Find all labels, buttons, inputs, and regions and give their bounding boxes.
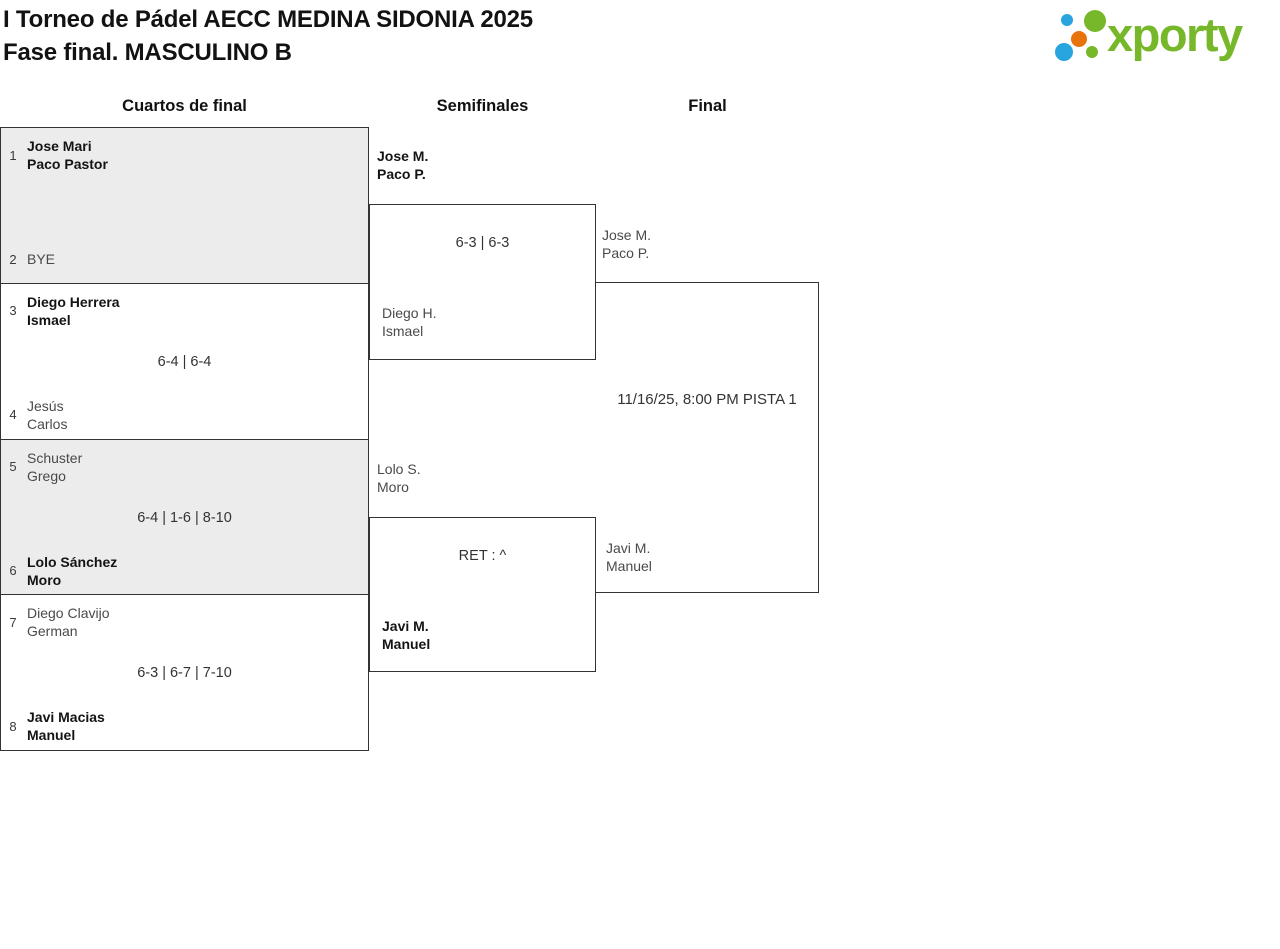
seed-number: 7 bbox=[9, 614, 17, 630]
player-name: Manuel bbox=[382, 636, 431, 652]
column-header-final: Final bbox=[688, 97, 727, 115]
match-score: 6-4 | 1-6 | 8-10 bbox=[137, 509, 232, 526]
quarterfinal-match-1[interactable]: 1 Jose Mari Paco Pastor 2 BYE bbox=[1, 128, 368, 284]
seed-number: 1 bbox=[9, 147, 17, 163]
semifinal1-match-box[interactable]: 6-3 | 6-3 Diego H. Ismael bbox=[369, 204, 596, 360]
match-slot-team2: 2 BYE bbox=[3, 241, 55, 277]
match-slot-team1: 1 Jose Mari Paco Pastor bbox=[3, 137, 108, 173]
player-name: Schuster bbox=[27, 449, 83, 466]
team-names: Javi Macias Manuel bbox=[27, 708, 105, 744]
player-name: Paco P. bbox=[602, 245, 650, 261]
final-match: Jose M. Paco P. 11/16/25, 8:00 PM PISTA … bbox=[596, 226, 819, 593]
player-name: Manuel bbox=[606, 558, 652, 574]
player-name: German bbox=[27, 623, 78, 640]
logo-dot-green-small-icon bbox=[1086, 46, 1098, 58]
match-slot-team1: 3 Diego Herrera Ismael bbox=[3, 293, 120, 329]
logo-dot-blue-large-icon bbox=[1055, 43, 1073, 61]
player-name: Grego bbox=[27, 467, 66, 484]
xporty-logo[interactable]: xporty bbox=[1050, 0, 1280, 78]
seed-number: 2 bbox=[9, 251, 17, 267]
match-slot-team2: 4 Jesús Carlos bbox=[3, 397, 67, 433]
player-name: Lolo Sánchez bbox=[27, 553, 118, 570]
player-name: Jose M. bbox=[602, 227, 652, 243]
final-team1-label: Jose M. Paco P. bbox=[602, 226, 819, 262]
player-name: Javi M. bbox=[606, 540, 651, 556]
team-names: Lolo Sánchez Moro bbox=[27, 553, 117, 589]
semifinal1-team1-label: Jose M. Paco P. bbox=[377, 147, 596, 183]
quarterfinals-column: 1 Jose Mari Paco Pastor 2 BYE 3 Diego He… bbox=[0, 127, 369, 751]
quarterfinal-match-2[interactable]: 3 Diego Herrera Ismael 6-4 | 6-4 4 Jesús… bbox=[1, 283, 368, 440]
tournament-title: I Torneo de Pádel AECC MEDINA SIDONIA 20… bbox=[3, 6, 533, 33]
quarterfinal-match-3[interactable]: 5 Schuster Grego 6-4 | 1-6 | 8-10 6 Lolo… bbox=[1, 439, 368, 596]
semifinal-match-1: Jose M. Paco P. 6-3 | 6-3 Diego H. Ismae… bbox=[369, 147, 596, 360]
team-names: Diego Herrera Ismael bbox=[27, 293, 120, 329]
match-slot-team1: 5 Schuster Grego bbox=[3, 449, 82, 485]
final-schedule: 11/16/25, 8:00 PM PISTA 1 bbox=[617, 391, 797, 408]
match-score: 6-4 | 6-4 bbox=[157, 353, 212, 370]
player-name: Carlos bbox=[27, 415, 68, 432]
team-names: Jesús Carlos bbox=[27, 397, 67, 433]
logo-dot-orange-icon bbox=[1071, 31, 1087, 47]
player-name: Ismael bbox=[27, 311, 71, 328]
seed-number: 5 bbox=[9, 459, 17, 474]
semifinal1-team2-label: Diego H. Ismael bbox=[382, 304, 436, 340]
player-name: Paco Pastor bbox=[27, 156, 108, 172]
match-score: 6-3 | 6-7 | 7-10 bbox=[137, 665, 232, 682]
player-name: Lolo S. bbox=[377, 461, 421, 477]
seed-number: 4 bbox=[9, 407, 17, 423]
player-name: Ismael bbox=[382, 323, 424, 339]
team-names: Diego Clavijo German bbox=[27, 604, 109, 640]
semifinal-match-2: Lolo S. Moro RET : ^ Javi M. Manuel bbox=[369, 460, 596, 672]
seed-number: 3 bbox=[9, 303, 17, 319]
match-slot-team2: 8 Javi Macias Manuel bbox=[3, 708, 105, 744]
match-score: 6-3 | 6-3 bbox=[455, 235, 510, 251]
logo-dot-green-large-icon bbox=[1084, 10, 1106, 32]
player-name: Paco P. bbox=[377, 166, 426, 182]
player-name: BYE bbox=[27, 251, 56, 267]
player-name: Jesús bbox=[27, 397, 64, 414]
team-names: BYE bbox=[27, 241, 55, 277]
final-team2-label: Javi M. Manuel bbox=[606, 539, 652, 575]
player-name: Moro bbox=[377, 479, 409, 495]
player-name: Moro bbox=[27, 571, 62, 588]
match-slot-team1: 7 Diego Clavijo German bbox=[3, 604, 109, 640]
match-slot-team2: 6 Lolo Sánchez Moro bbox=[3, 553, 117, 589]
player-name: Diego Herrera bbox=[27, 293, 120, 310]
player-name: Javi Macias bbox=[27, 709, 105, 726]
column-header-semifinals: Semifinales bbox=[436, 97, 529, 115]
semifinal2-team2-label: Javi M. Manuel bbox=[382, 617, 430, 653]
match-score: RET : ^ bbox=[458, 548, 507, 564]
seed-number: 6 bbox=[9, 563, 17, 578]
column-header-quarterfinals: Cuartos de final bbox=[122, 97, 247, 115]
logo-text: xporty bbox=[1107, 8, 1243, 61]
semifinal2-team1-label: Lolo S. Moro bbox=[377, 460, 596, 496]
logo-dot-blue-small-icon bbox=[1061, 14, 1073, 26]
player-name: Jose M. bbox=[377, 148, 429, 164]
final-match-box[interactable]: 11/16/25, 8:00 PM PISTA 1 Javi M. Manuel bbox=[596, 282, 819, 593]
seed-number: 8 bbox=[9, 718, 17, 734]
team-names: Jose Mari Paco Pastor bbox=[27, 137, 108, 173]
player-name: Diego Clavijo bbox=[27, 605, 110, 622]
page-title: I Torneo de Pádel AECC MEDINA SIDONIA 20… bbox=[3, 3, 533, 69]
player-name: Diego H. bbox=[382, 305, 437, 321]
semifinal2-match-box[interactable]: RET : ^ Javi M. Manuel bbox=[369, 517, 596, 672]
phase-subtitle: Fase final. MASCULINO B bbox=[3, 39, 292, 66]
team-names: Schuster Grego bbox=[27, 449, 82, 485]
quarterfinal-match-4[interactable]: 7 Diego Clavijo German 6-3 | 6-7 | 7-10 … bbox=[1, 595, 368, 750]
player-name: Manuel bbox=[27, 727, 76, 744]
player-name: Jose Mari bbox=[27, 138, 92, 154]
player-name: Javi M. bbox=[382, 618, 429, 634]
